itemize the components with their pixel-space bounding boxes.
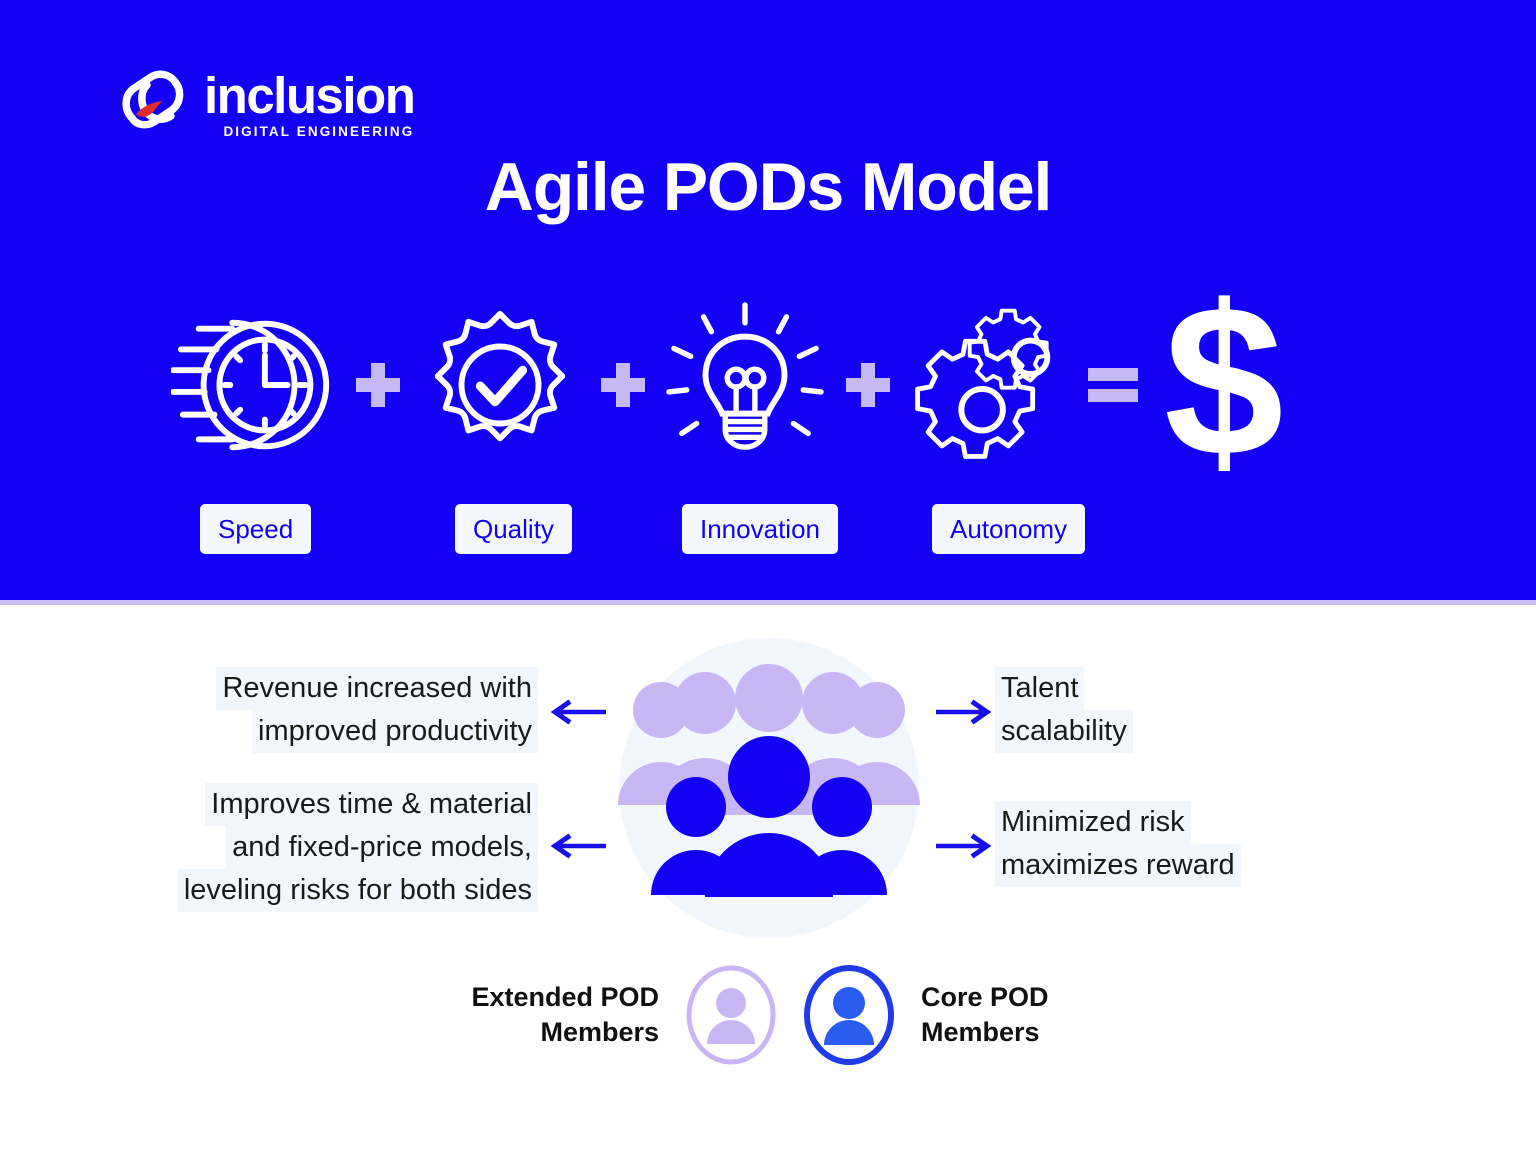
legend-extended-line1: Extended POD <box>471 982 659 1012</box>
callout-line: maximizes reward <box>995 844 1241 887</box>
autonomy-gears-icon <box>905 300 1075 470</box>
label-chip-innovation: Innovation <box>682 504 838 554</box>
legend-core-line1: Core POD <box>921 982 1049 1012</box>
callout-line: Revenue increased with <box>216 667 538 710</box>
label-chip-speed: Speed <box>200 504 312 554</box>
benefit-callout-minimized-risk: Minimized risk maximizes reward <box>995 801 1325 887</box>
dollar-result-symbol: $ <box>1164 260 1284 501</box>
extended-member-avatar-icon <box>685 965 777 1065</box>
value-equation-row: $ <box>170 260 1370 501</box>
label-chip-autonomy: Autonomy <box>932 504 1086 554</box>
logo-tagline: DIGITAL ENGINEERING <box>223 124 415 139</box>
plus-icon <box>830 363 905 407</box>
callout-line: Minimized risk <box>995 801 1191 844</box>
hero-panel: inclusion DIGITAL ENGINEERING Agile PODs… <box>0 0 1536 600</box>
core-member-avatar-icon <box>803 965 895 1065</box>
callout-line: improved productivity <box>252 710 538 753</box>
value-labels-row: Speed Quality Innovation Autonomy <box>170 504 1370 556</box>
arrow-left-icon <box>548 699 607 725</box>
benefit-callout-pricing-models: Improves time & material and fixed-price… <box>120 783 538 912</box>
quality-badge-check-icon <box>415 300 585 470</box>
legend-core-label: Core POD Members <box>921 980 1049 1050</box>
inclusion-swirl-logo-icon <box>118 62 198 134</box>
arrow-left-icon <box>548 833 607 859</box>
equals-icon <box>1075 368 1150 402</box>
benefits-panel: Revenue increased with improved producti… <box>0 605 1536 1152</box>
plus-icon <box>340 363 415 407</box>
brand-logo: inclusion DIGITAL ENGINEERING <box>118 62 416 140</box>
legend-core-line2: Members <box>921 1017 1040 1047</box>
pod-legend: Extended POD Members <box>400 960 1120 1070</box>
benefit-callout-revenue: Revenue increased with improved producti… <box>148 667 538 753</box>
legend-extended-label: Extended POD Members <box>471 980 659 1050</box>
pod-team-people-icon <box>604 635 934 945</box>
hero-divider <box>0 600 1536 605</box>
logo-wordmark: inclusion <box>204 67 416 124</box>
plus-icon <box>585 363 660 407</box>
callout-line: and fixed-price models, <box>226 826 538 869</box>
callout-line: scalability <box>995 710 1133 753</box>
speed-clock-icon <box>170 300 340 470</box>
arrow-right-icon <box>935 833 994 859</box>
callout-line: Talent <box>995 667 1085 710</box>
label-chip-quality: Quality <box>455 504 572 554</box>
callout-line: Improves time & material <box>205 783 538 826</box>
legend-extended-line2: Members <box>540 1017 659 1047</box>
callout-line: leveling risks for both sides <box>177 869 538 912</box>
logo-wordmark-group: inclusion DIGITAL ENGINEERING <box>204 62 416 140</box>
benefit-callout-talent-scalability: Talent scalability <box>995 667 1325 753</box>
arrow-right-icon <box>935 699 994 725</box>
page-title: Agile PODs Model <box>484 149 1053 225</box>
innovation-lightbulb-icon <box>660 300 830 470</box>
